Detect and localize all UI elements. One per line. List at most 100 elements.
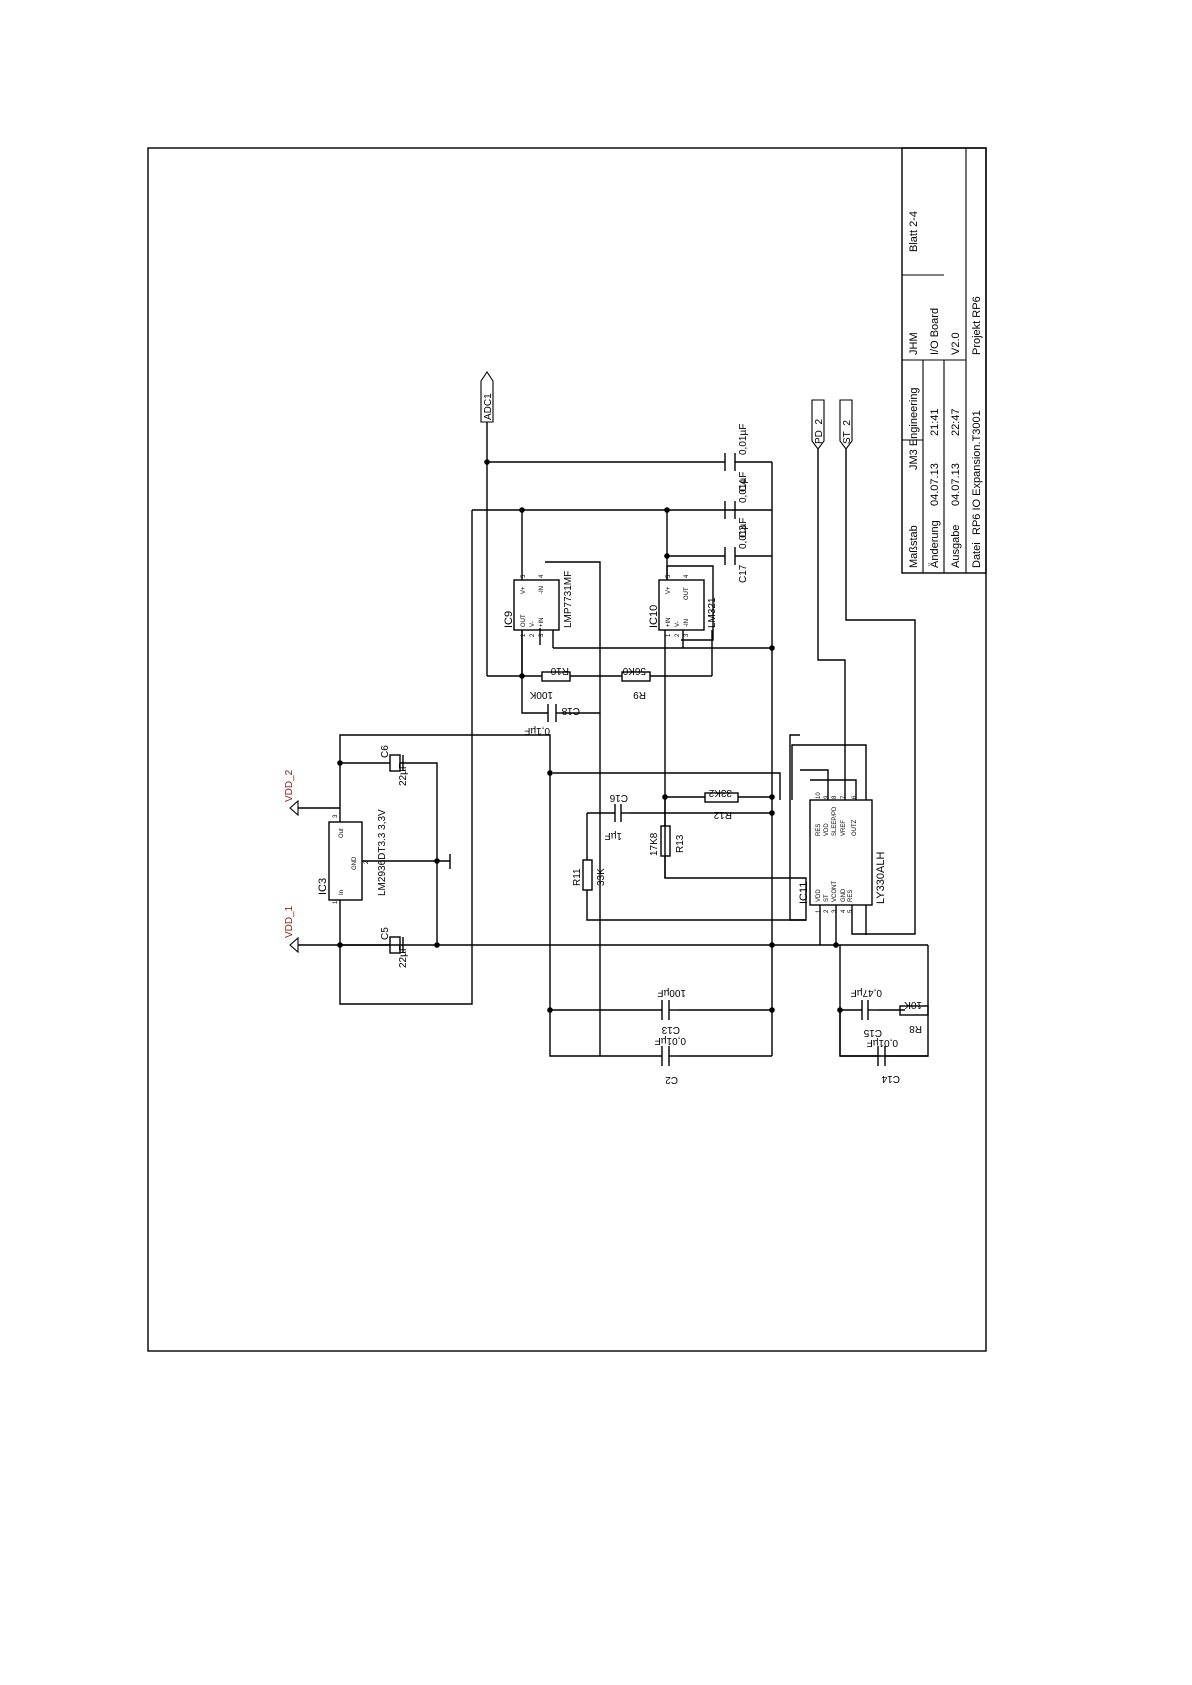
tb-sheet: Blatt 2-4 bbox=[908, 211, 920, 252]
svg-text:C5: C5 bbox=[380, 927, 391, 940]
ic11-pin-right-1: RES bbox=[816, 824, 822, 836]
svg-text:ADC1: ADC1 bbox=[483, 393, 494, 420]
port-adc1: ADC1 bbox=[480, 371, 494, 676]
svg-text:-IN: -IN bbox=[684, 619, 690, 627]
ic11-pin-left-4: GND bbox=[841, 888, 847, 902]
ic10-opamp: IC10 LM321 +IN V- -IN V+ OUT 1 2 3 4 5 bbox=[648, 574, 718, 637]
svg-text:2: 2 bbox=[675, 633, 681, 637]
resistor-r12: 33K2 R12 bbox=[704, 787, 739, 820]
sheet-border bbox=[147, 147, 987, 1352]
svg-text:LM321: LM321 bbox=[707, 597, 718, 628]
svg-text:1: 1 bbox=[333, 900, 339, 904]
ic11-pin-left-num-3: 3 bbox=[832, 909, 838, 913]
capacitor-c14: 0,01µF C14 bbox=[867, 1037, 900, 1084]
svg-text:VDD_1: VDD_1 bbox=[284, 905, 295, 938]
resistor-r8: 10K R8 bbox=[899, 999, 929, 1034]
svg-text:33K2: 33K2 bbox=[708, 787, 732, 798]
svg-text:ST_2: ST_2 bbox=[842, 420, 853, 444]
tb-company: JM3 Engineering bbox=[908, 387, 920, 470]
title-block: Maßstab JM3 Engineering JHM Blatt 2-4 Än… bbox=[901, 147, 987, 574]
tb-project: Projekt RP6 bbox=[971, 296, 983, 355]
svg-text:R9: R9 bbox=[633, 689, 646, 700]
svg-text:56K0: 56K0 bbox=[622, 665, 646, 676]
svg-text:V-: V- bbox=[530, 621, 536, 627]
svg-text:IC11: IC11 bbox=[798, 882, 810, 904]
tb-file-label: Datei bbox=[971, 542, 983, 568]
ic11-pin-left-2: ST bbox=[824, 894, 830, 902]
ic11-pin-right-3: SLEEP/PD bbox=[832, 806, 838, 836]
svg-text:V+: V+ bbox=[666, 586, 672, 594]
svg-text:IC9: IC9 bbox=[503, 611, 515, 628]
svg-text:VDD_2: VDD_2 bbox=[284, 769, 295, 802]
svg-text:IC10: IC10 bbox=[648, 605, 660, 628]
svg-text:100µF: 100µF bbox=[657, 987, 686, 998]
svg-text:0,01µF: 0,01µF bbox=[738, 472, 749, 503]
ic11-pin-left-num-5: 5 bbox=[848, 909, 854, 913]
svg-text:17K8: 17K8 bbox=[649, 832, 660, 856]
svg-text:22µF: 22µF bbox=[398, 945, 409, 968]
svg-text:33K: 33K bbox=[596, 868, 607, 886]
svg-text:0,01µF: 0,01µF bbox=[738, 424, 749, 455]
svg-text:1µF: 1µF bbox=[605, 830, 622, 841]
tb-board: I/O Board bbox=[929, 308, 941, 355]
tb-author: JHM bbox=[908, 332, 920, 355]
ic11-pin-right-num-2: 9 bbox=[824, 795, 830, 799]
svg-text:4: 4 bbox=[539, 574, 545, 578]
svg-text:C6: C6 bbox=[380, 745, 391, 758]
svg-text:1: 1 bbox=[521, 633, 527, 637]
svg-text:C4: C4 bbox=[738, 479, 749, 492]
port-vdd2: VDD_2 bbox=[284, 769, 340, 817]
capacitor-c18: C18 0,1µF bbox=[524, 704, 580, 736]
capacitor-c6: C6 22µF bbox=[380, 745, 409, 786]
svg-text:V+: V+ bbox=[521, 586, 527, 594]
ic11-pin-right-4: VREF bbox=[841, 820, 847, 836]
svg-text:+IN: +IN bbox=[539, 617, 545, 627]
svg-text:0,01µF: 0,01µF bbox=[655, 1035, 686, 1046]
port-pd2: PD_2 bbox=[811, 399, 846, 790]
ic11-pin-left-5: RES bbox=[848, 890, 854, 902]
resistor-r13: 17K8 R13 bbox=[649, 825, 686, 878]
svg-text:PD_2: PD_2 bbox=[814, 419, 825, 444]
svg-text:2: 2 bbox=[530, 633, 536, 637]
svg-text:2: 2 bbox=[364, 860, 370, 864]
svg-text:R11: R11 bbox=[572, 868, 583, 886]
svg-text:LM2936DT3.3 3,3V: LM2936DT3.3 3,3V bbox=[377, 809, 388, 896]
capacitor-c3: 0,01µF C3 bbox=[724, 472, 749, 538]
ic11-pin-left-1: VDD bbox=[816, 889, 822, 902]
svg-text:LY330ALH: LY330ALH bbox=[875, 852, 887, 904]
tb-scale-label: Maßstab bbox=[908, 525, 920, 568]
ic11-pin-left-num-2: 2 bbox=[824, 909, 830, 913]
svg-text:C15: C15 bbox=[863, 1027, 882, 1038]
svg-text:IC3: IC3 bbox=[317, 878, 329, 895]
svg-text:C17: C17 bbox=[738, 564, 749, 583]
svg-text:C16: C16 bbox=[609, 792, 628, 803]
svg-text:OUT: OUT bbox=[684, 587, 690, 600]
capacitor-c5: C5 22µF bbox=[380, 927, 409, 968]
svg-text:3: 3 bbox=[333, 814, 339, 818]
svg-text:V-: V- bbox=[675, 621, 681, 627]
capacitor-c15: 0,47µF C15 bbox=[851, 987, 882, 1038]
ic11-pin-left-num-1: 1 bbox=[816, 909, 822, 913]
svg-text:0,01µF: 0,01µF bbox=[867, 1037, 898, 1048]
svg-text:In: In bbox=[339, 890, 345, 895]
tb-change-date: 04.07.13 bbox=[929, 463, 941, 506]
svg-text:C2: C2 bbox=[665, 1074, 678, 1085]
svg-text:+IN: +IN bbox=[666, 617, 672, 627]
capacitor-c16: C16 1µF bbox=[605, 792, 630, 841]
svg-text:5: 5 bbox=[666, 574, 672, 578]
svg-text:GND: GND bbox=[352, 856, 358, 870]
svg-text:1: 1 bbox=[666, 633, 672, 637]
svg-text:5: 5 bbox=[521, 574, 527, 578]
resistor-r11: R11 33K bbox=[572, 859, 607, 891]
svg-text:R10: R10 bbox=[550, 665, 569, 676]
ic11-pin-right-num-5: 6 bbox=[852, 795, 858, 799]
wires bbox=[298, 461, 929, 1057]
ic11-pin-right-num-1: 10 bbox=[816, 792, 822, 799]
svg-text:100K: 100K bbox=[529, 689, 553, 700]
ic11-pin-right-num-4: 7 bbox=[841, 795, 847, 799]
port-st2: ST_2 bbox=[839, 399, 916, 935]
ic11-pin-left-3: VCONT bbox=[832, 881, 838, 902]
port-vdd1: VDD_1 bbox=[284, 905, 299, 954]
ic11-pin-right-5: OUTZ bbox=[852, 819, 858, 836]
svg-text:C14: C14 bbox=[881, 1073, 900, 1084]
